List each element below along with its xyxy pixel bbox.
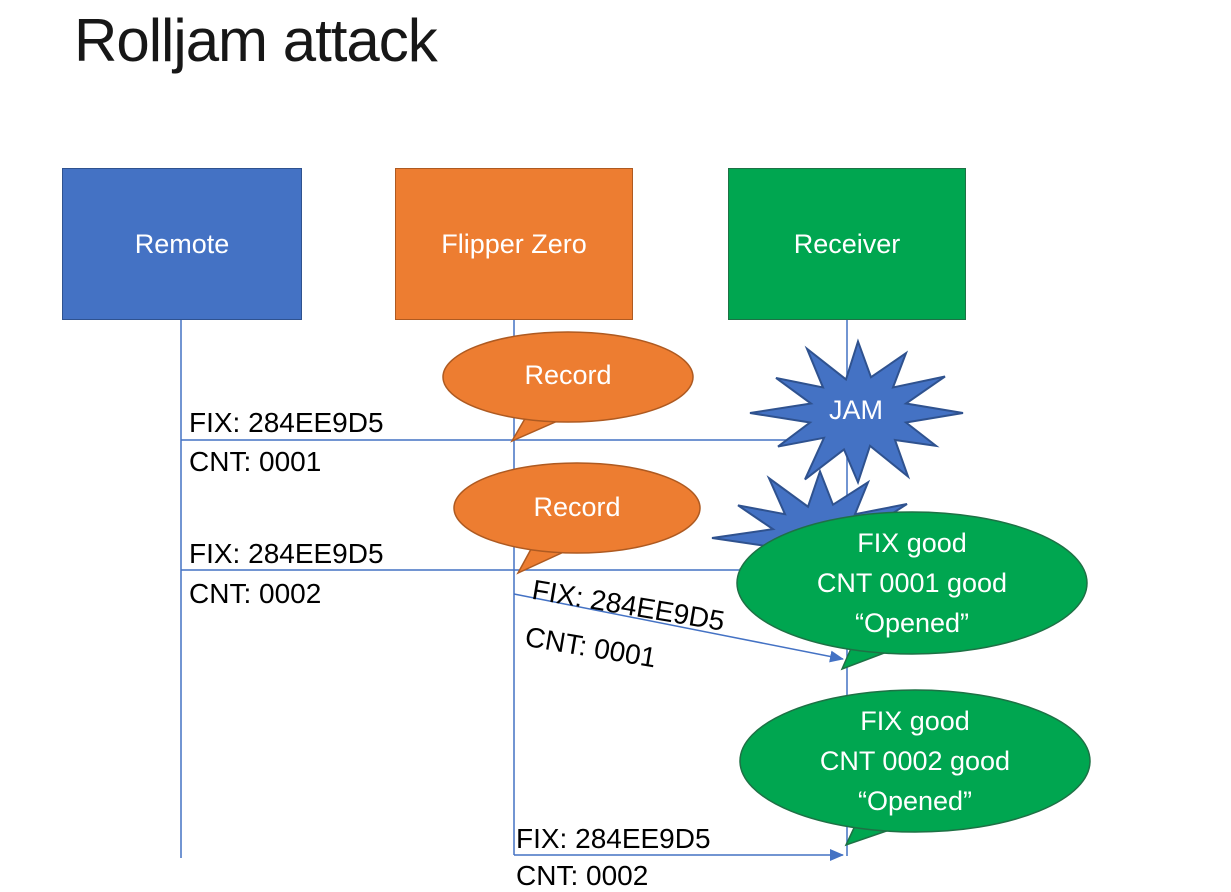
record-callout-2: [453, 462, 701, 575]
message1-cnt-label: CNT: 0001: [189, 446, 322, 477]
actor-remote-label: Remote: [134, 228, 230, 259]
record-callout-1-label: Record: [524, 360, 612, 390]
message2-cnt-label: CNT: 0002: [189, 578, 322, 609]
actor-receiver-label: Receiver: [793, 228, 901, 259]
receiver-callout-2: [739, 689, 1091, 847]
actor-flipper-zero-label: Flipper Zero: [441, 228, 587, 259]
receiver-callout-2-line2: CNT 0002 good: [819, 746, 1011, 776]
record-callout-1: [442, 331, 694, 443]
receiver-callout-2-line1: FIX good: [860, 706, 970, 736]
receiver-callout-2-text: FIX good CNT 0002 good “Opened”: [740, 701, 1090, 821]
receiver-callout-1-text: FIX good CNT 0001 good “Opened”: [737, 523, 1087, 643]
receiver-callout-1: [736, 511, 1088, 671]
record-callout-2-label: Record: [533, 492, 621, 522]
actor-flipper-zero: Flipper Zero: [395, 168, 633, 320]
message1-fix-label: FIX: 284EE9D5: [189, 407, 384, 438]
message3-arrow: [513, 593, 844, 663]
receiver-callout-1-line2: CNT 0001 good: [816, 568, 1008, 598]
jam-starburst-1: [750, 341, 963, 482]
receiver-callout-1-line1: FIX good: [857, 528, 967, 558]
actor-receiver: Receiver: [728, 168, 966, 320]
message4-cnt-label: CNT: 0002: [516, 860, 649, 891]
actor-remote: Remote: [62, 168, 302, 320]
slide-title: Rolljam attack: [74, 7, 438, 74]
message4-fix-label: FIX: 284EE9D5: [516, 823, 711, 854]
receiver-callout-1-line3: “Opened”: [854, 608, 970, 638]
jam-label: JAM: [829, 395, 883, 425]
message2-fix-label: FIX: 284EE9D5: [189, 538, 384, 569]
receiver-callout-2-line3: “Opened”: [857, 786, 973, 816]
